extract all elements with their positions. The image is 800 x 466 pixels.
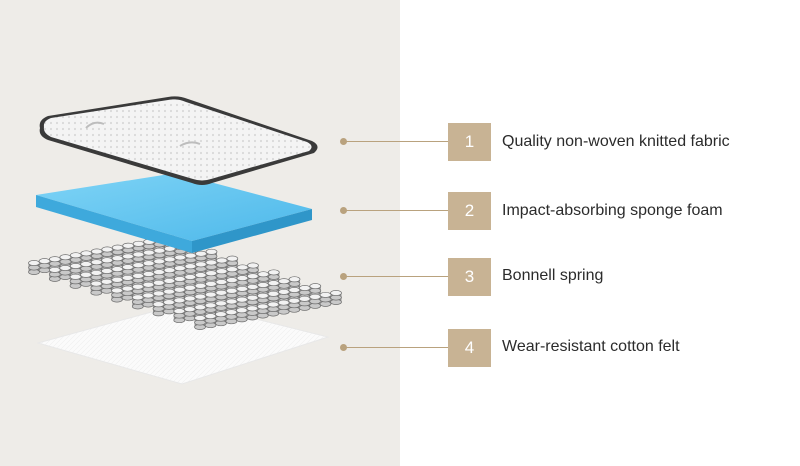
leader-line-4	[344, 347, 448, 348]
spring-coil	[330, 290, 342, 305]
spring-coil	[277, 299, 290, 315]
spring-coil	[69, 273, 82, 289]
spring-coil	[163, 299, 175, 315]
spring-coil	[225, 309, 238, 325]
layers-illustration	[28, 96, 342, 385]
legend-panel	[400, 0, 800, 466]
layer-label-1: Quality non-woven knitted fabric	[502, 133, 730, 150]
spring-coil	[28, 260, 40, 275]
bonnell-spring-layer-icon	[28, 235, 342, 330]
leader-dot-4	[340, 344, 347, 351]
spring-coil	[256, 303, 269, 319]
cotton-felt-layer-icon	[36, 301, 330, 385]
layer-number-3: 3	[448, 258, 491, 296]
spring-coil	[288, 297, 301, 313]
leader-dot-3	[340, 273, 347, 280]
leader-line-2	[344, 210, 448, 211]
spring-coil	[267, 301, 280, 317]
leader-dot-2	[340, 207, 347, 214]
spring-coil	[48, 266, 61, 282]
layer-number-2: 2	[448, 192, 491, 230]
spring-coil	[204, 302, 217, 318]
spring-coil	[204, 313, 217, 329]
spring-coil	[100, 278, 113, 294]
layer-label-3: Bonnell spring	[502, 267, 604, 284]
layer-number-1: 1	[448, 123, 491, 161]
spring-coil	[59, 265, 72, 280]
spring-coil	[90, 280, 103, 296]
layer-label-2: Impact-absorbing sponge foam	[502, 202, 723, 219]
spring-coil	[80, 271, 92, 287]
spring-coil	[121, 285, 134, 301]
spring-coil	[215, 311, 227, 327]
spring-coil	[309, 293, 321, 309]
spring-coil	[246, 305, 259, 321]
spring-coil	[184, 295, 196, 311]
layer-number-4: 4	[448, 329, 491, 367]
layer-label-4: Wear-resistant cotton felt	[502, 338, 680, 355]
spring-coil	[111, 287, 123, 303]
spring-coil	[38, 258, 51, 274]
spring-coil	[173, 308, 186, 324]
spring-coil	[183, 306, 196, 322]
spring-coil	[235, 307, 248, 323]
spring-coil	[298, 295, 311, 311]
sponge-foam-layer-icon	[36, 173, 312, 253]
spring-coil	[215, 289, 228, 305]
leader-line-1	[344, 141, 448, 142]
leader-dot-1	[340, 138, 347, 145]
knitted-fabric-layer-icon	[39, 96, 318, 185]
spring-coil	[142, 292, 155, 308]
spring-coil	[194, 315, 206, 330]
leader-line-3	[344, 276, 448, 277]
spring-coil	[319, 291, 332, 307]
spring-coil	[152, 301, 165, 317]
spring-coil	[131, 294, 144, 310]
